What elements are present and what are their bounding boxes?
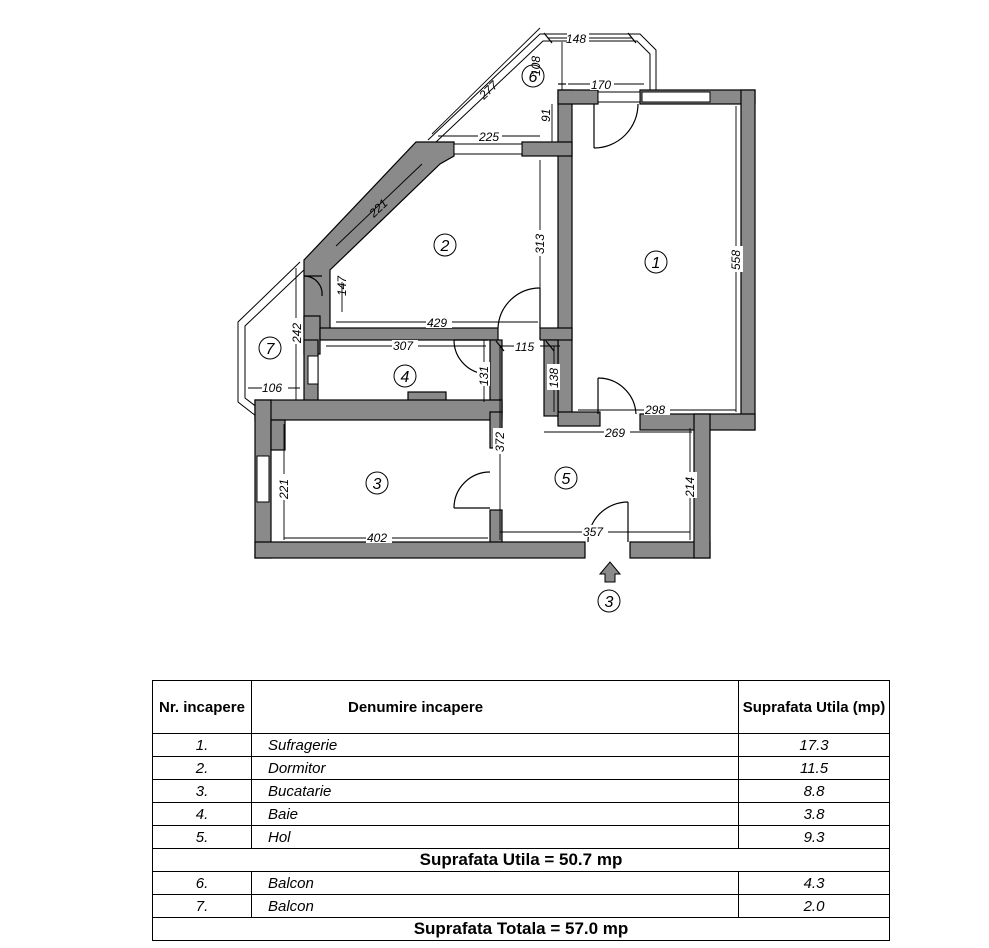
dim-307: 307: [393, 339, 414, 353]
header-area: Suprafata Utila (mp): [738, 680, 890, 734]
dim-221-kitchen: 221: [277, 479, 291, 500]
dim-357: 357: [583, 525, 604, 539]
room-labels: 1 2 3 4 5 6 7: [258, 64, 668, 495]
dim-214: 214: [683, 477, 697, 498]
svg-text:4: 4: [401, 369, 410, 386]
room-2-label: 2: [433, 233, 457, 257]
room-3-label: 3: [365, 471, 389, 495]
room-5-label: 5: [554, 466, 578, 490]
table-row: 7. Balcon 2.0: [152, 894, 890, 918]
svg-text:5: 5: [562, 471, 571, 488]
dim-131: 131: [477, 366, 491, 386]
svg-text:7: 7: [266, 341, 276, 358]
dimension-labels: 148 108 170 277 91 225 221 313 558 147 4…: [262, 32, 743, 545]
grand-total-row: Suprafata Totala = 57.0 mp: [152, 917, 890, 941]
dim-106: 106: [262, 381, 282, 395]
entrance-arrow: 3: [597, 561, 622, 613]
grand-total: Suprafata Totala = 57.0 mp: [152, 917, 890, 941]
dim-313: 313: [533, 234, 547, 254]
dim-148: 148: [566, 32, 586, 46]
walls: [254, 89, 756, 559]
dim-269: 269: [604, 426, 625, 440]
table-row: 5. Hol 9.3: [152, 825, 890, 849]
room-1-label: 1: [644, 250, 668, 274]
svg-text:2: 2: [440, 238, 450, 255]
windows: [256, 91, 711, 503]
dim-147: 147: [335, 275, 349, 296]
svg-text:3: 3: [373, 476, 382, 493]
table-row: 6. Balcon 4.3: [152, 871, 890, 895]
doors: [303, 103, 639, 543]
useful-total: Suprafata Utila = 50.7 mp: [152, 848, 890, 872]
balcony-6-outline: [427, 33, 657, 143]
dim-242: 242: [290, 323, 304, 344]
dim-372: 372: [493, 432, 507, 452]
floor-plan: 3 1 2 3 4 5 6 7: [237, 27, 756, 613]
table-row: 3. Bucatarie 8.8: [152, 779, 890, 803]
svg-text:6: 6: [529, 69, 538, 86]
room-7-label: 7: [258, 336, 282, 360]
header-name: Denumire incapere: [251, 680, 739, 734]
room-6-label: 6: [521, 64, 545, 88]
dim-402: 402: [367, 531, 387, 545]
dim-138: 138: [547, 368, 561, 388]
dim-298: 298: [644, 403, 665, 417]
dim-170: 170: [591, 78, 611, 92]
dim-91: 91: [539, 109, 553, 122]
dim-429: 429: [427, 316, 447, 330]
dim-558: 558: [729, 250, 743, 270]
dim-115: 115: [515, 340, 534, 354]
area-table-header: Nr. incapere Denumire incapere Suprafata…: [152, 680, 890, 734]
dim-225: 225: [478, 130, 499, 144]
svg-text:1: 1: [652, 255, 661, 272]
table-row: 2. Dormitor 11.5: [152, 756, 890, 780]
area-table: Nr. incapere Denumire incapere Suprafata…: [152, 680, 890, 941]
dim-108: 108: [529, 56, 543, 76]
useful-total-row: Suprafata Utila = 50.7 mp: [152, 848, 890, 872]
entrance-label: 3: [605, 594, 614, 611]
room-4-label: 4: [393, 364, 417, 388]
table-row: 1. Sufragerie 17.3: [152, 733, 890, 757]
table-row: 4. Baie 3.8: [152, 802, 890, 826]
dim-277: 277: [476, 77, 502, 103]
header-nr: Nr. incapere: [152, 680, 252, 734]
balcony-7-outline: [237, 261, 307, 417]
